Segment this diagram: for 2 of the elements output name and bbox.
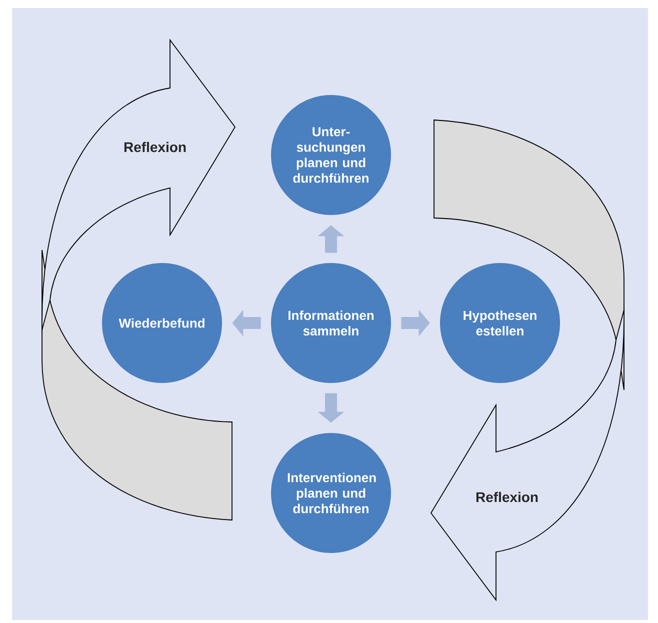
arrow-label: Reflexion <box>476 492 538 502</box>
arrow-label: Reflexion <box>124 142 186 152</box>
